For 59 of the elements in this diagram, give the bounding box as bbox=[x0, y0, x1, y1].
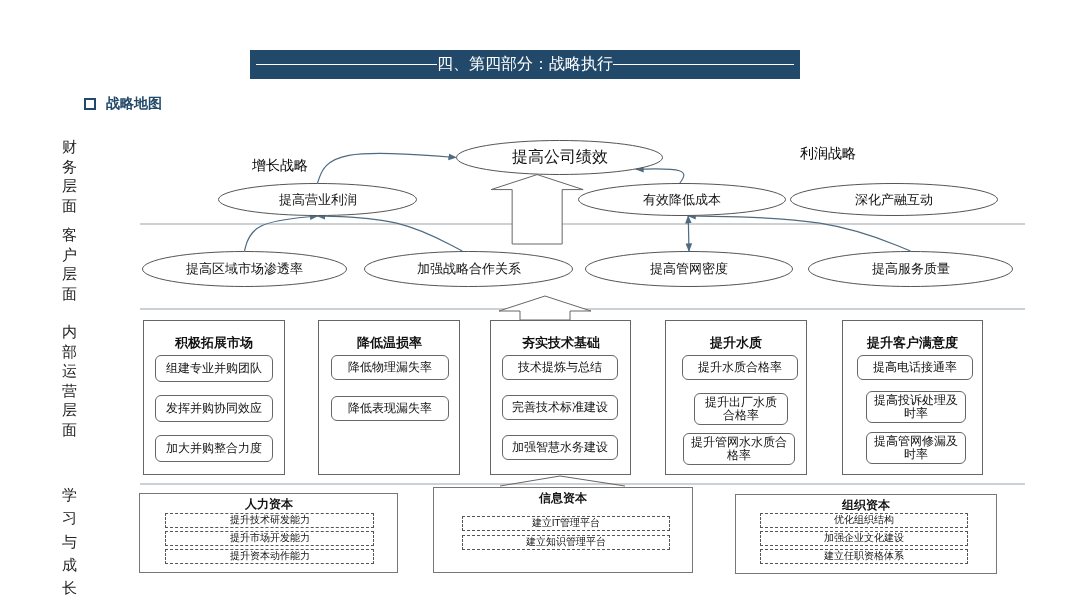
arrow bbox=[685, 215, 693, 252]
layer-label: 客户层面 bbox=[62, 226, 77, 304]
objective-box: 发挥并购协同效应 bbox=[155, 395, 273, 422]
process-panel bbox=[490, 320, 631, 475]
goal-text: 有效降低成本 bbox=[643, 190, 721, 209]
objective-box: 完善技术标准建设 bbox=[502, 395, 618, 420]
process-panel bbox=[318, 320, 460, 475]
objective-box: 提升市场开发能力 bbox=[165, 531, 374, 546]
objective-box: 提高电话接通率 bbox=[857, 355, 973, 380]
strategy-label: 利润战略 bbox=[800, 145, 856, 163]
block-arrow bbox=[490, 174, 584, 245]
objective-box: 提升资本动作能力 bbox=[165, 549, 374, 564]
objective-box: 组建专业并购团队 bbox=[155, 355, 273, 382]
objective-box: 提升出厂水质合格率 bbox=[694, 393, 788, 425]
strategy-label: 增长战略 bbox=[252, 157, 308, 175]
process-panel bbox=[665, 320, 807, 475]
objective-box: 建立知识管理平台 bbox=[462, 535, 670, 550]
capital-panel bbox=[735, 494, 997, 574]
panel-title: 组织资本 bbox=[841, 498, 891, 513]
objective-box: 提升管网水水质合格率 bbox=[683, 433, 795, 465]
goal-text: 提高管网密度 bbox=[650, 260, 728, 278]
objective-box: 提升技术研发能力 bbox=[165, 513, 374, 528]
objective-box: 建立IT管理平台 bbox=[462, 516, 670, 531]
objective-box: 提升水质合格率 bbox=[682, 355, 798, 380]
title: 四、第四部分：战略执行 bbox=[437, 54, 613, 75]
block-arrow bbox=[498, 295, 592, 321]
goal-text: 提高服务质量 bbox=[871, 260, 950, 278]
capital-panel bbox=[433, 487, 693, 573]
panel-title: 提升水质 bbox=[709, 335, 763, 352]
goal-text: 提高公司绩效 bbox=[511, 147, 608, 168]
panel-title: 夯实技术基础 bbox=[520, 335, 601, 352]
objective-box: 降低表现漏失率 bbox=[331, 396, 449, 421]
panel-title: 信息资本 bbox=[538, 491, 588, 506]
process-panel bbox=[143, 320, 285, 475]
objective-box: 建立任职资格体系 bbox=[760, 549, 968, 564]
arrow bbox=[635, 165, 685, 184]
objective-box: 降低物理漏失率 bbox=[331, 355, 449, 380]
goal-text: 提高营业利润 bbox=[278, 190, 357, 209]
objective-box: 技术提炼与总结 bbox=[502, 355, 618, 380]
goal-text: 深化产融互动 bbox=[855, 190, 933, 209]
layer-label: 内部运营层面 bbox=[62, 323, 77, 440]
process-panel bbox=[842, 320, 983, 475]
goal-text: 提高区域市场渗透率 bbox=[186, 260, 303, 278]
objective-box: 加强智慧水务建设 bbox=[502, 435, 618, 460]
panel-title: 积极拓展市场 bbox=[174, 335, 254, 352]
objective-box: 加强企业文化建设 bbox=[760, 531, 968, 546]
objective-box: 加大并购整合力度 bbox=[155, 435, 273, 462]
section-heading: 战略地图 bbox=[106, 95, 162, 113]
panel-title: 提升客户满意度 bbox=[866, 335, 959, 352]
layer-label: 财务层面 bbox=[62, 138, 77, 216]
objective-box: 提高管网修漏及时率 bbox=[866, 432, 966, 464]
objective-box: 优化组织结构 bbox=[760, 513, 968, 528]
arrow bbox=[316, 152, 457, 184]
panel-title: 人力资本 bbox=[243, 497, 294, 512]
objective-box: 提高投诉处理及时率 bbox=[866, 391, 966, 423]
layer-label: 学习与成长 bbox=[62, 485, 77, 599]
capital-panel bbox=[139, 493, 398, 573]
goal-text: 加强战略合作关系 bbox=[416, 260, 521, 278]
panel-title: 降低温损率 bbox=[355, 335, 423, 352]
